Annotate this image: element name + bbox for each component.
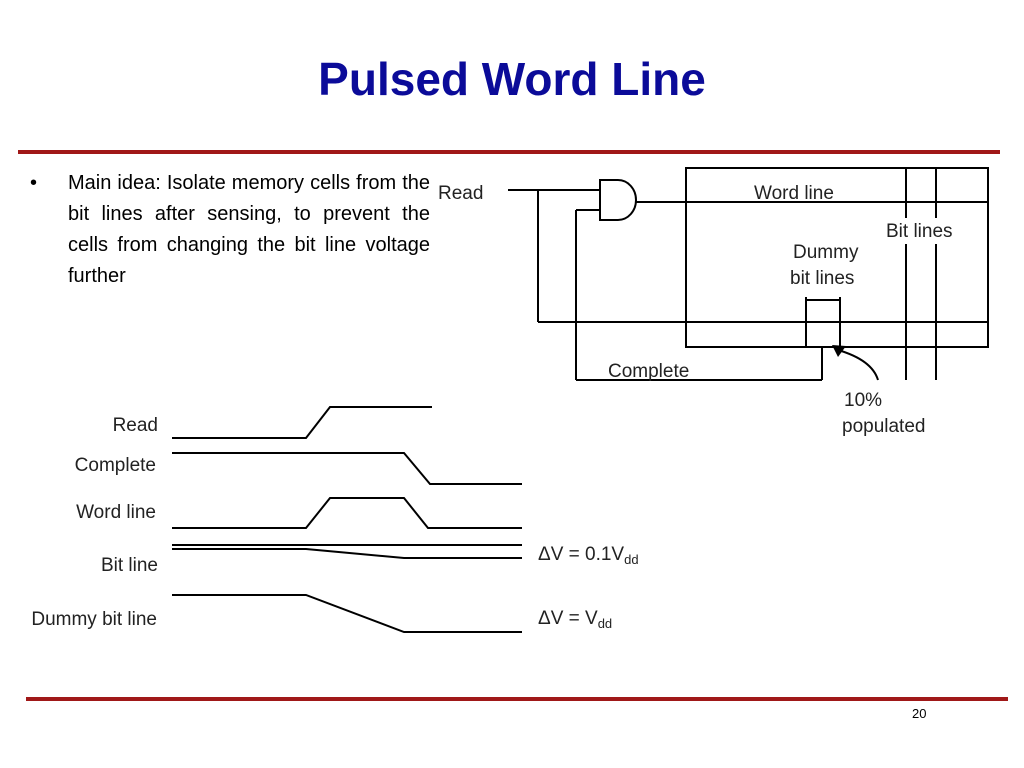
top-divider (18, 150, 1000, 154)
bullet-item: • Main idea: Isolate memory cells from t… (30, 168, 430, 292)
schematic-bit-lines-label: Bit lines (886, 221, 953, 242)
delta-v-bit-line: ΔV = 0.1Vdd (538, 544, 639, 567)
bullet-text: Main idea: Isolate memory cells from the… (68, 172, 430, 287)
delta-v-dummy-bit-line: ΔV = Vdd (538, 608, 612, 631)
schematic-populated-percent: 10% (844, 390, 882, 411)
schematic-dummy-label: Dummy (793, 242, 859, 263)
read-waveform (172, 406, 432, 439)
schematic-populated-label: populated (842, 416, 925, 437)
populated-arrowhead-icon (832, 345, 846, 357)
delta-v-labels: ΔV = 0.1Vdd ΔV = Vdd (538, 544, 639, 631)
page-number: 20 (912, 706, 927, 721)
timing-waveforms (172, 406, 522, 633)
timing-read-label: Read (113, 415, 158, 436)
word-line-waveform (172, 497, 522, 529)
complete-waveform (172, 452, 522, 485)
bit-lines-label-bg (880, 218, 966, 244)
timing-bit-line-label: Bit line (101, 555, 158, 576)
dummy-bit-line-waveform (172, 594, 522, 633)
timing-complete-label: Complete (75, 455, 156, 476)
schematic-read-label: Read (438, 183, 483, 204)
timing-dummy-bit-line-label: Dummy bit line (31, 609, 157, 630)
schematic-labels: Read Word line Bit lines Dummy bit lines… (438, 183, 966, 437)
schematic-dummy-bit-lines-label: bit lines (790, 268, 854, 289)
schematic-word-line-label: Word line (754, 183, 834, 204)
memory-schematic (508, 167, 989, 381)
schematic-complete-label: Complete (608, 361, 689, 382)
populated-arrow-curve (837, 349, 879, 381)
timing-word-line-label: Word line (76, 502, 156, 523)
page-title: Pulsed Word Line (318, 53, 706, 105)
bullet-marker: • (30, 172, 38, 194)
timing-labels: Read Complete Word line Bit line Dummy b… (31, 415, 158, 630)
and-gate (599, 179, 637, 221)
bit-line-waveform (172, 548, 522, 559)
bottom-divider (26, 697, 1008, 701)
